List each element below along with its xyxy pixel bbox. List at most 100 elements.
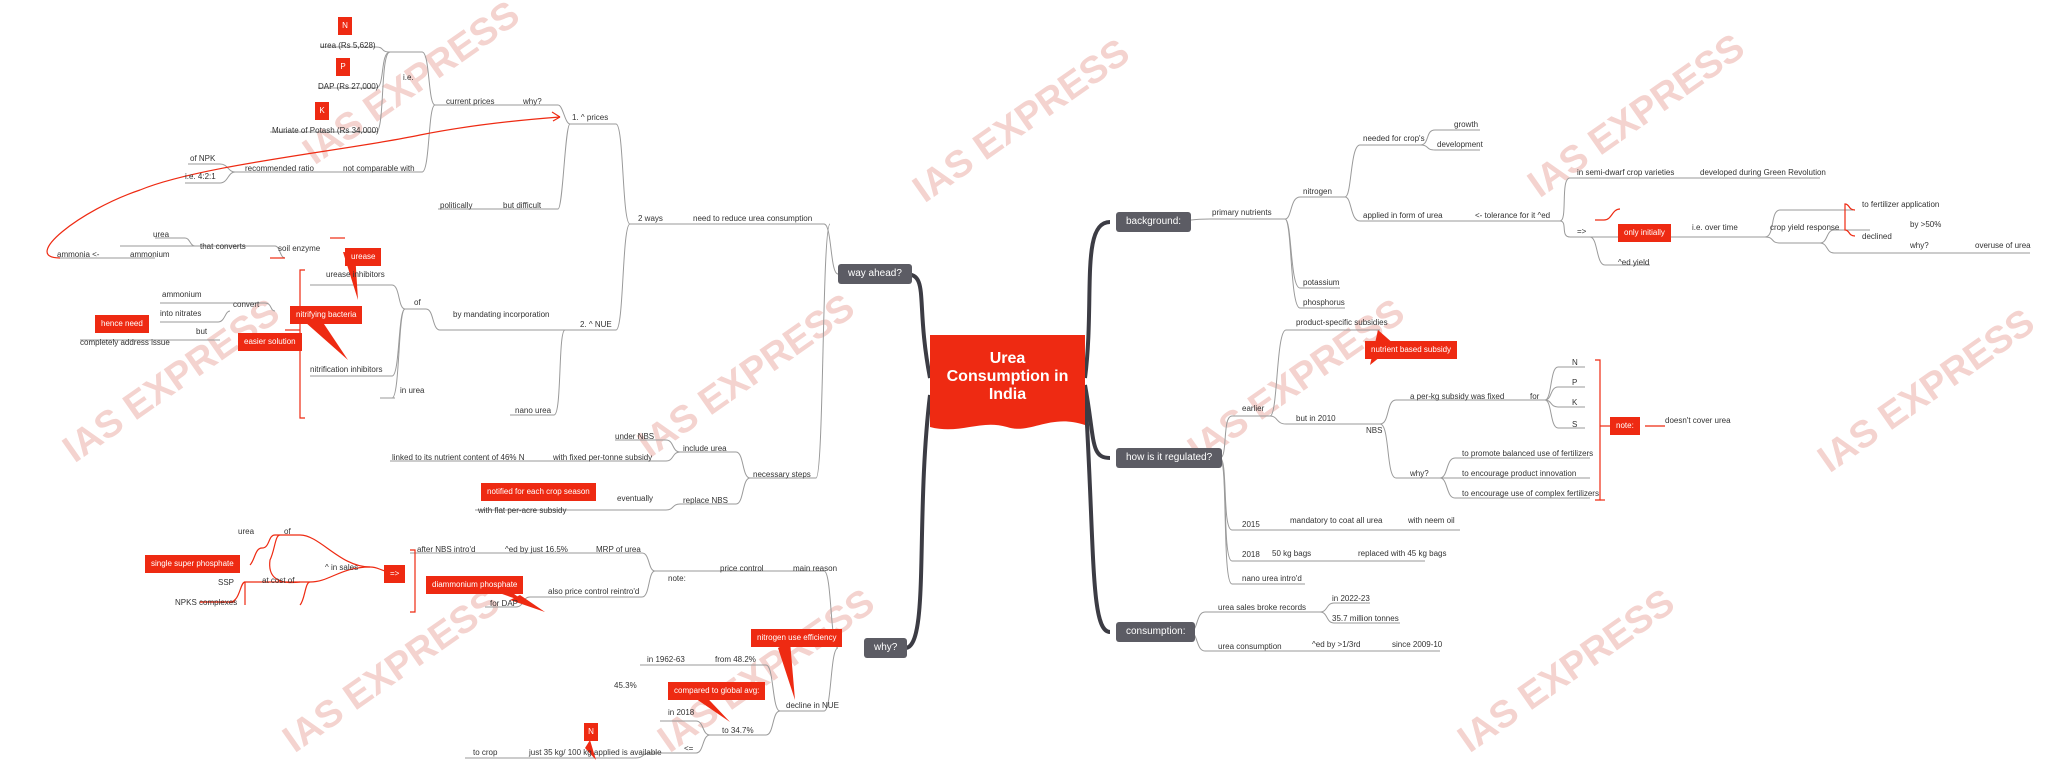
node-tolerance[interactable]: <- tolerance for it ^ed [1475,211,1551,220]
node-why-nbs[interactable]: why? [1410,469,1429,478]
node-mandating[interactable]: by mandating incorporation [453,310,550,319]
node-mandatory[interactable]: mandatory to coat all urea [1290,516,1383,525]
node-to-crop[interactable]: to crop [473,748,498,757]
callout-note[interactable]: note: [1610,417,1640,435]
node-nitrogen[interactable]: nitrogen [1303,187,1332,196]
node-price-control[interactable]: price control [720,564,764,573]
branch-background[interactable]: background: [1116,212,1192,232]
node-to-347[interactable]: to 34.7% [722,726,754,735]
node-arrow-2[interactable]: <= [684,744,694,753]
node-phosphorus[interactable]: phosphorus [1303,298,1345,307]
node-s[interactable]: S [1572,420,1578,429]
node-ammonia[interactable]: ammonia <- [57,250,100,259]
node-ed-third[interactable]: ^ed by >1/3rd [1312,640,1361,649]
node-2022[interactable]: in 2022-23 [1332,594,1370,603]
node-development[interactable]: development [1437,140,1483,149]
node-why[interactable]: why? [1910,241,1929,250]
node-in-sales[interactable]: ^ in sales [325,563,359,572]
node-453[interactable]: 45.3% [614,681,637,690]
node-but-2010[interactable]: but in 2010 [1296,414,1336,423]
node-ed-165[interactable]: ^ed by just 16.5% [505,545,568,554]
branch-why[interactable]: why? [864,638,908,658]
node-sales-records[interactable]: urea sales broke records [1218,603,1307,612]
node-soil-enzyme[interactable]: soil enzyme [278,244,321,253]
node-include-urea[interactable]: include urea [683,444,727,453]
callout-easier[interactable]: easier solution [238,333,302,351]
node-product-specific[interactable]: product-specific subsidies [1296,318,1388,327]
node-just35[interactable]: just 35 kg/ 100 kg applied is available [529,748,662,757]
node-earlier[interactable]: earlier [1242,404,1265,413]
node-needed-for[interactable]: needed for crop's [1363,134,1425,143]
callout-notified[interactable]: notified for each crop season [481,483,596,501]
node-2018[interactable]: in 2018 [668,708,695,717]
branch-consumption[interactable]: consumption: [1116,622,1196,642]
node-applied-urea[interactable]: applied in form of urea [1363,211,1443,220]
node-replace-nbs[interactable]: replace NBS [683,496,728,505]
node-nbs[interactable]: NBS [1366,426,1383,435]
node-not-comparable[interactable]: not comparable with [343,164,415,173]
node-current-prices[interactable]: current prices [446,97,495,106]
node-need-reduce[interactable]: need to reduce urea consumption [693,214,813,223]
node-of-npk[interactable]: of NPK [190,154,216,163]
callout-global[interactable]: compared to global avg: [668,682,766,700]
node-decline-nue[interactable]: decline in NUE [786,701,839,710]
node-to-fertilizer[interactable]: to fertilizer application [1862,200,1940,209]
node-also-price[interactable]: also price control reintro'd [548,587,640,596]
node-nue[interactable]: 2. ^ NUE [580,320,612,329]
node-but[interactable]: but [196,327,208,336]
node-after-nbs[interactable]: after NBS intro'd [417,545,476,554]
node-main-reason[interactable]: main reason [793,564,838,573]
node-note[interactable]: note: [668,574,686,583]
node-crop-yield[interactable]: crop yield response [1770,223,1840,232]
callout-nbs[interactable]: nutrient based subsidy [1365,341,1458,359]
node-primary-nutrients[interactable]: primary nutrients [1212,208,1272,217]
node-50kg[interactable]: 50 kg bags [1272,549,1312,558]
node-convert[interactable]: convert [233,300,260,309]
node-dap-price[interactable]: DAP (Rs 27,000) [318,82,379,91]
node-balanced[interactable]: to promote balanced use of fertilizers [1462,449,1594,458]
node-for[interactable]: for [1530,392,1540,401]
callout-nue[interactable]: nitrogen use efficiency [751,629,843,647]
node-prices[interactable]: 1. ^ prices [572,113,609,122]
node-for-dap[interactable]: for DAP [490,599,519,608]
node-complete[interactable]: completely address issue [80,338,170,347]
callout-urease[interactable]: urease [345,248,382,266]
node-into-nitrates[interactable]: into nitrates [160,309,202,318]
node-45kg[interactable]: replaced with 45 kg bags [1358,549,1447,558]
node-1962[interactable]: in 1962-63 [647,655,685,664]
node-2015[interactable]: 2015 [1242,520,1260,529]
node-but-difficult[interactable]: but difficult [503,201,542,210]
node-urea-price[interactable]: urea (Rs 5,628) [320,41,376,50]
node-npks[interactable]: NPKS complexes [175,598,238,607]
node-flat-subsidy[interactable]: with flat per-acre subsidy [478,506,567,515]
node-fixed-subsidy[interactable]: with fixed per-tonne subsidy [553,453,653,462]
node-politically[interactable]: politically [440,201,473,210]
node-nitrification-inhibitors[interactable]: nitrification inhibitors [310,365,383,374]
node-recommended-ratio[interactable]: recommended ratio [245,164,314,173]
node-urease-inhibitors[interactable]: urease inhibitors [326,270,385,279]
central-topic[interactable]: Urea Consumption in India [930,335,1085,435]
node-urea-consumption[interactable]: urea consumption [1218,642,1282,651]
node-n[interactable]: N [1572,358,1578,367]
node-that-converts[interactable]: that converts [200,242,246,251]
node-tonnes[interactable]: 35.7 million tonnes [1332,614,1399,623]
node-of[interactable]: of [414,298,421,307]
node-green-revolution[interactable]: developed during Green Revolution [1700,168,1826,177]
node-at-cost[interactable]: at cost of [262,576,295,585]
node-in-urea[interactable]: in urea [400,386,425,395]
callout-only-initially[interactable]: only initially [1618,224,1671,242]
node-innovation[interactable]: to encourage product innovation [1462,469,1577,478]
node-why-prices[interactable]: why? [523,97,542,106]
node-since[interactable]: since 2009-10 [1392,640,1443,649]
node-ammonium-2[interactable]: ammonium [162,290,202,299]
node-semi-dwarf[interactable]: in semi-dwarf crop varieties [1577,168,1675,177]
node-declined[interactable]: declined [1862,232,1892,241]
node-two-ways[interactable]: 2 ways [638,214,663,223]
node-overuse[interactable]: overuse of urea [1975,241,2031,250]
branch-way-ahead[interactable]: way ahead? [838,264,912,284]
node-k[interactable]: K [1572,398,1578,407]
node-mop-price[interactable]: Muriate of Potash (Rs 34,000) [272,126,379,135]
node-ratio[interactable]: i.e. 4:2:1 [185,172,216,181]
callout-ssp[interactable]: single super phosphate [145,555,240,573]
node-by-50[interactable]: by >50% [1910,220,1942,229]
